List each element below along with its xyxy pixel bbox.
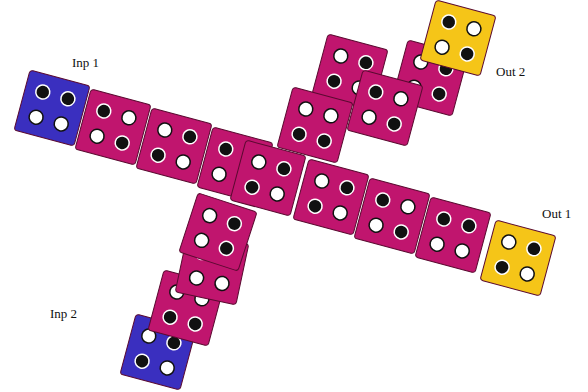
port-label: Inp 2	[48, 306, 79, 322]
tile-label: Out 2	[494, 64, 527, 80]
tile-label: Out 1	[540, 206, 573, 222]
port-label: Out 1	[540, 206, 573, 222]
tile-label: Inp 2	[48, 306, 79, 322]
port-label: Inp 1	[70, 55, 101, 71]
tile-label: Inp 1	[70, 55, 101, 71]
port-label: Out 2	[494, 64, 527, 80]
